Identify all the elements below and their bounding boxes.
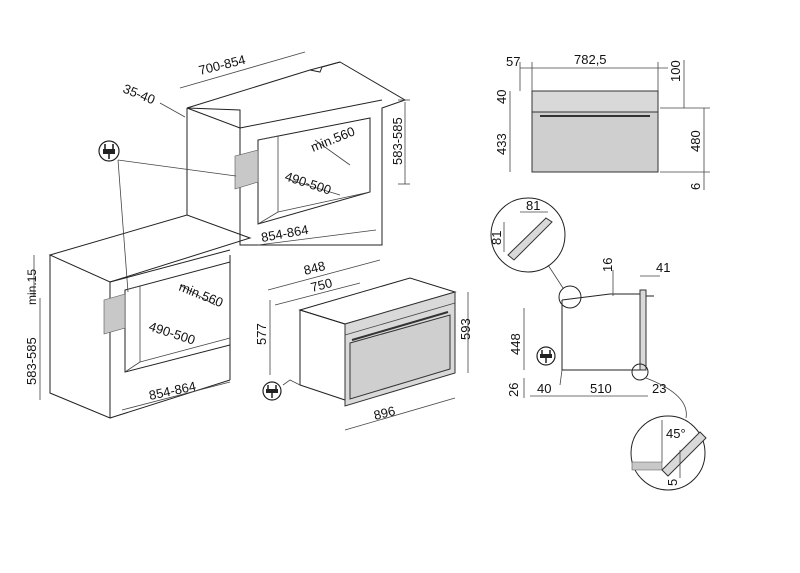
dim-upper-cab-height: 583-585 (390, 117, 405, 165)
lower-dimension-lines (33, 255, 231, 411)
detail-circle-corner (490, 197, 582, 309)
dim-front-width: 782,5 (574, 52, 607, 67)
side-view (559, 289, 654, 386)
dim-lower-niche-width: 854-864 (148, 378, 198, 403)
dim-lower-cab-top: min.15 (25, 269, 39, 305)
dim-oven-height-body: 577 (254, 323, 269, 345)
dim-detail-offset: 5 (665, 479, 680, 486)
dim-front-glass: 433 (494, 133, 509, 155)
upper-dimension-lines (159, 51, 410, 246)
front-view (531, 90, 659, 173)
dim-detail-angle: 45° (666, 426, 686, 441)
dim-front-top: 100 (668, 60, 683, 82)
dim-oven-width: 896 (372, 403, 397, 423)
dim-oven-depth-body: 750 (309, 275, 334, 295)
dim-side-left: 40 (537, 381, 551, 396)
dim-side-door: 23 (652, 381, 666, 396)
dim-side-bottom: 26 (506, 383, 521, 397)
lower-cabinet (48, 214, 252, 419)
dim-upper-cab-gap: 35-40 (121, 81, 157, 107)
dim-lower-niche-depth: min.560 (177, 279, 226, 310)
dim-front-panel: 40 (494, 90, 509, 104)
detail-circle-hinge (630, 363, 707, 491)
dim-oven-height-front: 593 (458, 318, 473, 340)
dim-detail-height: 81 (489, 231, 504, 245)
dim-side-depth: 510 (590, 381, 612, 396)
dim-side-right: 41 (656, 260, 670, 275)
upper-cabinet (186, 61, 407, 246)
dim-side-height: 448 (508, 333, 523, 355)
dim-upper-niche-height: 490-500 (283, 169, 333, 198)
dim-front-left: 57 (506, 54, 520, 69)
oven-isometric (282, 277, 457, 407)
dim-front-total: 480 (688, 130, 703, 152)
dim-lower-cab-height: 583-585 (24, 337, 39, 385)
plug-icon (536, 346, 556, 366)
oven-dimension-lines (267, 259, 469, 431)
front-dimension-lines (509, 60, 710, 190)
dim-lower-niche-height: 490-500 (147, 319, 197, 348)
dim-oven-depth-total: 848 (302, 258, 327, 278)
dim-side-top: 16 (600, 258, 615, 272)
plug-icon (262, 381, 282, 401)
dim-upper-cab-width: 700-854 (197, 52, 247, 78)
plug-icon (98, 140, 120, 162)
dim-detail-width: 81 (526, 198, 540, 213)
side-dimension-lines (523, 270, 660, 398)
dim-front-bottom: 6 (688, 183, 703, 190)
